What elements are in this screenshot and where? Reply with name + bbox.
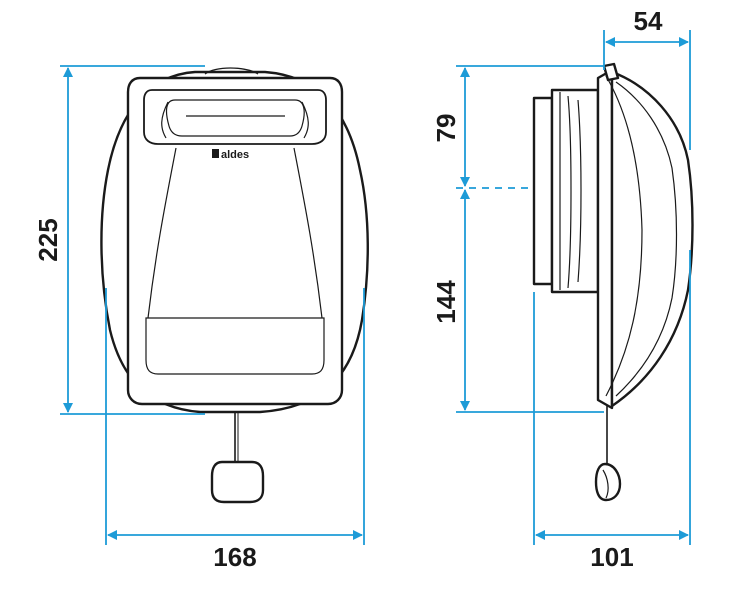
side-dimensions: 54 79 144 101	[431, 6, 691, 572]
front-grille-opening	[143, 89, 327, 145]
side-wall-plate	[596, 68, 614, 410]
front-body-line-left	[147, 147, 177, 319]
front-top-notch	[204, 67, 259, 75]
front-width-label: 168	[213, 542, 256, 572]
side-top-tab	[602, 62, 620, 82]
side-pull-weight-highlight	[602, 469, 609, 499]
side-lower-height-label: 144	[431, 280, 461, 324]
side-bottom-depth-label: 101	[590, 542, 633, 572]
side-housing-contour	[615, 81, 678, 397]
front-height-label: 225	[33, 218, 63, 261]
brand-logo-text: aldes	[221, 149, 249, 161]
front-dimensions: 225 168	[33, 65, 365, 572]
front-cover-panel	[126, 76, 344, 406]
side-view	[532, 62, 694, 502]
side-duct-spigot	[532, 96, 554, 286]
side-housing-edge	[605, 75, 643, 397]
side-collar-ring-2	[567, 95, 572, 289]
front-view: aldes	[100, 67, 369, 504]
side-duct-collar	[550, 88, 600, 294]
front-grille-side-right	[301, 101, 309, 139]
brand-logo-mark	[212, 149, 219, 158]
side-top-depth-label: 54	[634, 6, 663, 36]
front-lower-panel	[145, 317, 325, 375]
front-grille-side-left	[161, 101, 169, 139]
side-curved-housing	[610, 70, 694, 408]
front-body-line-right	[293, 147, 323, 319]
side-upper-height-label: 79	[431, 114, 461, 143]
side-collar-ring-3	[577, 99, 582, 283]
front-grille-inner	[165, 99, 305, 137]
front-pull-weight	[210, 460, 265, 504]
